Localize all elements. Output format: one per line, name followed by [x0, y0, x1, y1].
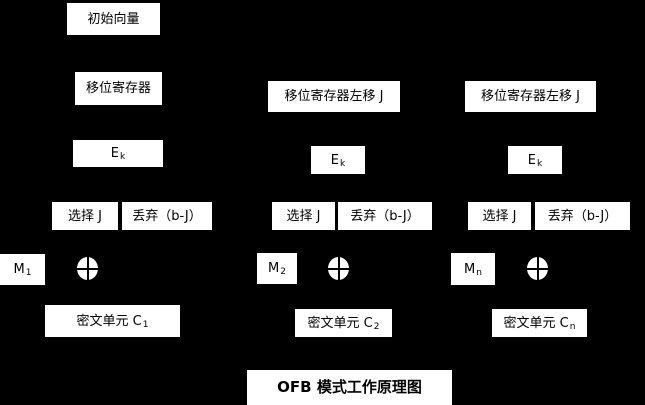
xor-icon-1: [77, 257, 98, 280]
shift-register-label-1: 移位寄存器: [85, 81, 151, 96]
message-subscript-2: 2: [280, 267, 286, 277]
discard-box-n: 丢弃（b-J）: [535, 202, 630, 230]
ciphertext-label-n: 密文单元 C: [503, 315, 569, 331]
ciphertext-subscript-n: n: [569, 321, 576, 332]
encrypt-label-1: E: [110, 146, 119, 161]
message-subscript-1: 1: [25, 268, 32, 278]
encrypt-subscript-n: k: [537, 158, 543, 169]
select-label-1: 选择 J: [68, 208, 102, 224]
diagram-title: OFB 模式工作原理图: [247, 370, 452, 405]
ciphertext-subscript-2: 2: [373, 321, 380, 332]
shift-register-box-1: 移位寄存器: [75, 72, 162, 105]
encrypt-subscript-2: k: [340, 158, 346, 169]
select-box-1: 选择 J: [52, 202, 118, 230]
shift-register-box-2: 移位寄存器左移 J: [268, 81, 400, 112]
encrypt-label-2: E: [330, 152, 339, 168]
discard-box-2: 丢弃（b-J）: [338, 202, 432, 230]
xor-icon-n: [527, 257, 548, 280]
select-box-n: 选择 J: [468, 202, 531, 230]
initial-vector-label: 初始向量: [87, 11, 140, 27]
encrypt-label-n: E: [527, 152, 536, 168]
discard-label-1: 丢弃（b-J）: [132, 208, 202, 224]
discard-label-n: 丢弃（b-J）: [547, 208, 618, 224]
select-box-2: 选择 J: [272, 202, 335, 230]
shift-register-label-2: 移位寄存器左移 J: [284, 89, 384, 104]
shift-register-label-n: 移位寄存器左移 J: [481, 89, 580, 104]
discard-box-1: 丢弃（b-J）: [122, 202, 212, 230]
diagram-title-label: OFB 模式工作原理图: [277, 378, 422, 396]
message-subscript-n: n: [476, 267, 482, 278]
message-label-1: M: [13, 262, 25, 277]
ciphertext-label-1: 密文单元 C: [76, 313, 142, 329]
message-label-2: M: [268, 261, 280, 276]
encrypt-subscript-1: k: [120, 152, 126, 162]
select-label-2: 选择 J: [286, 208, 321, 224]
xor-icon-2: [328, 257, 349, 280]
select-label-n: 选择 J: [482, 208, 517, 224]
discard-label-2: 丢弃（b-J）: [350, 208, 420, 224]
message-label-n: M: [464, 261, 476, 277]
shift-register-box-n: 移位寄存器左移 J: [465, 81, 596, 112]
ciphertext-subscript-1: 1: [142, 319, 149, 330]
ciphertext-label-2: 密文单元 C: [307, 315, 373, 331]
initial-vector-box: 初始向量: [67, 3, 160, 35]
